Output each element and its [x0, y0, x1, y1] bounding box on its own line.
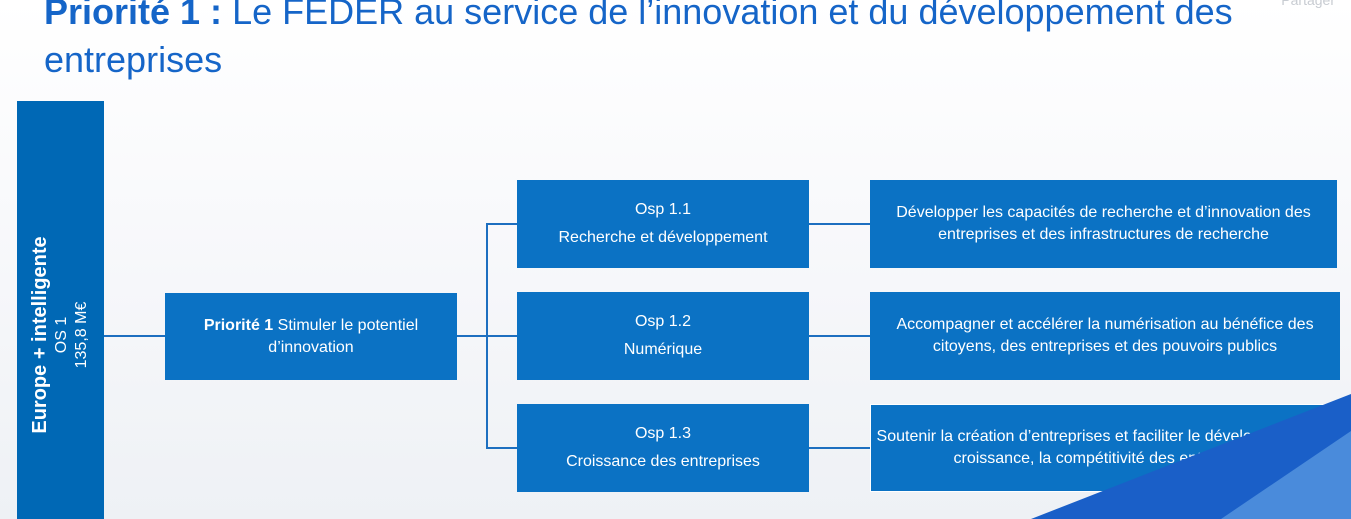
objective-banner — [17, 101, 104, 519]
action-text: Accompagner et accélérer la numérisation… — [896, 316, 1314, 355]
osp-box-3: Osp 1.3 Croissance des entreprises — [517, 404, 809, 492]
objective-banner-text: Europe + intelligente OS 1 135,8 M€ — [28, 236, 92, 433]
share-label[interactable]: Partager — [1281, 0, 1335, 8]
title-text: Le FEDER au service de l’innovation et d… — [44, 0, 1233, 80]
action-box-1: Développer les capacités de recherche et… — [870, 180, 1337, 268]
connector-osp1-action1 — [809, 223, 870, 225]
priority-label: Priorité 1 — [203, 316, 274, 334]
connector-branch-osp3 — [486, 447, 517, 449]
connector-priority-branch — [457, 335, 487, 337]
osp-label: Croissance des entreprises — [566, 453, 760, 470]
osp-label: Recherche et développement — [558, 229, 768, 246]
objective-code: OS 1 — [53, 316, 70, 354]
osp-box-2: Osp 1.2 Numérique — [517, 292, 809, 380]
objective-name: Europe + intelligente — [29, 236, 51, 434]
priority-description: Stimuler le potentiel d’innovation — [268, 316, 419, 356]
title-bold: Priorité 1 : — [44, 0, 223, 32]
osp-code: Osp 1.1 — [634, 201, 692, 218]
objective-amount: 135,8 M€ — [73, 301, 90, 369]
connector-branch-osp2 — [486, 335, 517, 337]
slide-title: Priorité 1 : Le FEDER au service de l’in… — [44, 0, 1274, 84]
action-text: Développer les capacités de recherche et… — [896, 204, 1311, 243]
priority-text: Priorité 1 Stimuler le potentiel d’innov… — [185, 315, 437, 359]
osp-code: Osp 1.2 — [634, 313, 692, 330]
osp-box-1: Osp 1.1 Recherche et développement — [517, 180, 809, 268]
osp-label: Numérique — [623, 341, 703, 358]
connector-osp3-action3 — [809, 447, 870, 449]
action-box-2: Accompagner et accélérer la numérisation… — [870, 292, 1340, 380]
connector-banner-priority — [104, 335, 165, 337]
connector-osp2-action2 — [809, 335, 870, 337]
osp-code: Osp 1.3 — [634, 425, 692, 442]
priority-box: Priorité 1 Stimuler le potentiel d’innov… — [165, 293, 457, 380]
connector-branch-osp1 — [486, 223, 517, 225]
